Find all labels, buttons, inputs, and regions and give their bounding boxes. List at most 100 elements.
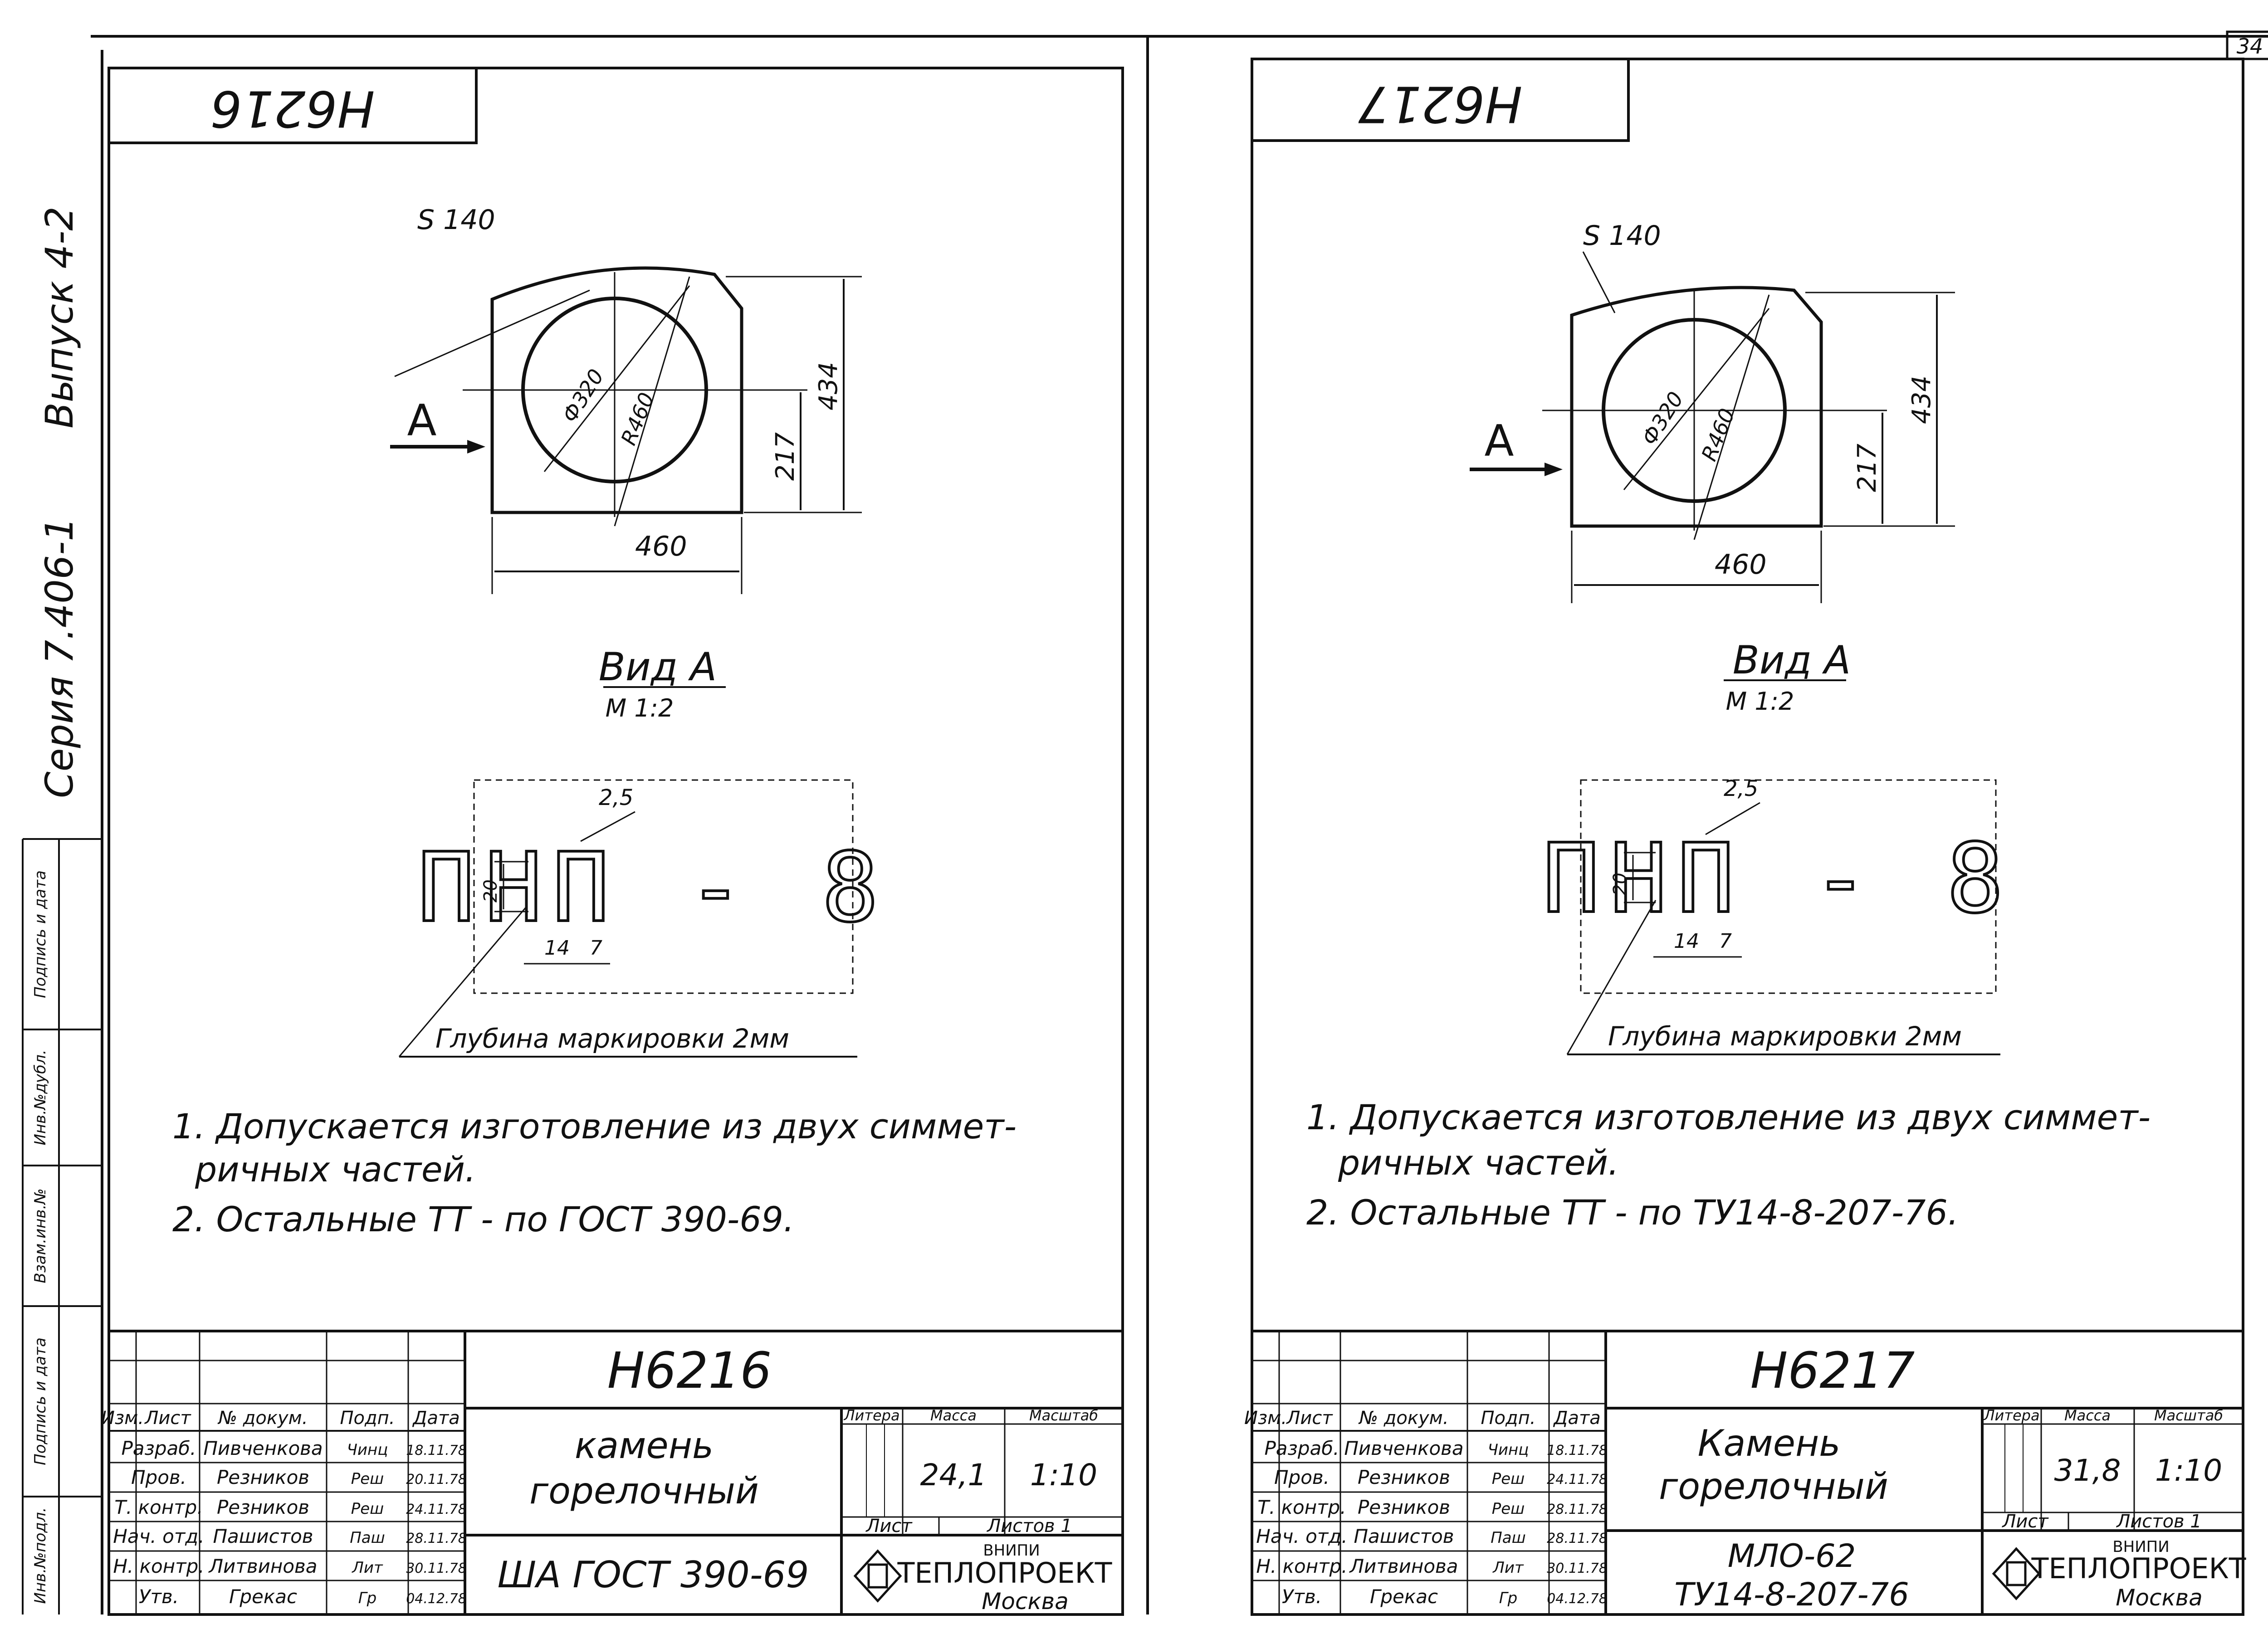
note-2: 2. Остальные ТТ - по ГОСТ 390-69. [172, 1199, 794, 1239]
table-cell-sig: Гр [1499, 1589, 1518, 1607]
table-cell-sig: Чинц [347, 1441, 388, 1459]
table-cell-date: 20.11.78 [406, 1472, 467, 1488]
table-cell-date: 18.11.78 [1547, 1443, 1608, 1458]
arrow-a-label: A [407, 396, 437, 446]
dim-half-height: 217 [1853, 444, 1882, 492]
table-cell-name: Пашистов [1354, 1525, 1454, 1547]
org-top: ВНИПИ [983, 1541, 1040, 1560]
table-cell-date: 04.12.78 [406, 1591, 467, 1607]
table-cell-date: 30.11.78 [406, 1561, 467, 1576]
depth-note: Глубина маркировки 2мм [435, 1023, 789, 1054]
table-cell-date: 28.11.78 [1547, 1531, 1608, 1546]
table-cell-sig: Паш [1491, 1529, 1526, 1547]
sheet-label: Лист [865, 1516, 913, 1536]
table-col-head: Изм. [101, 1408, 144, 1429]
table-cell-date: 28.11.78 [1547, 1502, 1608, 1517]
arrow-a-label: A [1485, 416, 1514, 466]
side-cell-inv-podl: Инв.№подл. [31, 1507, 49, 1604]
table-cell-name: Пивченкова [1344, 1437, 1463, 1459]
designation: H6216 [607, 1341, 772, 1400]
product-name-line-2: горелочный [529, 1470, 759, 1512]
head-scale: Масштаб [2154, 1407, 2223, 1424]
dim-stroke: 2,5 [599, 785, 633, 810]
table-cell-name: Литвинова [208, 1555, 317, 1577]
table-col-head: Лист [1286, 1408, 1333, 1429]
notes: 1. Допускается изготовление из двух симм… [172, 1106, 1017, 1239]
dim-char-width: 14 [544, 937, 570, 960]
page-number-box: 34 [2226, 30, 2268, 60]
head-scale: Масштаб [1029, 1407, 1098, 1424]
head-mass: Масса [2064, 1407, 2111, 1424]
table-cell-sig: Паш [350, 1529, 385, 1547]
material-line-1: МЛО-62 [1728, 1537, 1856, 1575]
dim-height: 434 [814, 362, 843, 410]
dim-spacing: 7 [1719, 930, 1732, 953]
side-stamp: Выпуск 4-2 Серия 7.406-1 Инв.№подл. Подп… [22, 50, 103, 1614]
side-seriya: Серия 7.406-1 [37, 517, 82, 798]
view-scale: М 1:2 [1726, 687, 1794, 716]
dim-char-width: 14 [1674, 930, 1699, 953]
sheets-count: Листов 1 [2116, 1511, 2202, 1532]
dim-char-height: 20 [1610, 873, 1631, 896]
stone-plan-view: A S 140 Ф320 R460 434 217 460 [390, 204, 862, 594]
mirror-designation: H6216 [210, 80, 375, 138]
table-col-head: Изм. [1244, 1408, 1287, 1429]
depth-note: Глубина маркировки 2мм [1608, 1021, 1962, 1052]
mass-value: 24,1 [920, 1458, 987, 1493]
table-cell-name: Пивченкова [203, 1437, 323, 1459]
stamp-text: ПНП - 8 [417, 832, 889, 943]
table-cell-sig: Реш [1492, 1470, 1525, 1488]
head-mass: Масса [930, 1407, 977, 1424]
note-1-line-2: ричных частей. [195, 1149, 476, 1190]
material: ША ГОСТ 390-69 [498, 1554, 809, 1596]
org-city: Москва [982, 1588, 1069, 1614]
table-col-head: № докум. [1358, 1408, 1448, 1429]
table-cell-date: 04.12.78 [1547, 1591, 1608, 1607]
designation: H6217 [1750, 1341, 1915, 1400]
table-cell-sig: Чинц [1488, 1441, 1529, 1459]
table-col-head: Дата [412, 1408, 460, 1429]
org-logo-icon [1992, 1547, 2041, 1600]
side-vypusk: Выпуск 4-2 [37, 206, 82, 428]
mass-value: 31,8 [2054, 1453, 2121, 1488]
scale-value: 1:10 [2155, 1453, 2222, 1488]
view-a: Вид А М 1:2 ПНП - 8 20 2,5 14 7 Глубина … [1541, 638, 2005, 1055]
label-s140: S 140 [1583, 220, 1661, 252]
table-cell-role: Т. контр. [1257, 1496, 1346, 1518]
table-cell-role: Утв. [1282, 1585, 1322, 1608]
table-cell-role: Т. контр. [114, 1496, 203, 1518]
table-cell-role: Пров. [1274, 1466, 1330, 1488]
table-cell-name: Резников [1358, 1496, 1450, 1518]
table-cell-name: Грекас [229, 1585, 297, 1608]
product-name-line-1: Камень [1698, 1422, 1841, 1464]
org-name: ТЕПЛОПРОЕКТ [897, 1556, 1113, 1590]
table-cell-name: Резников [217, 1496, 309, 1518]
org-logo-icon [853, 1549, 902, 1603]
view-title: Вид А [1733, 638, 1851, 683]
view-a: Вид А М 1:2 ПНП - 8 20 2,5 14 7 Глубина … [398, 644, 889, 1058]
side-cell-podpis-1: Подпись и дата [31, 1337, 49, 1465]
table-cell-date: 24.11.78 [406, 1502, 467, 1517]
table-cell-name: Резников [1358, 1466, 1450, 1488]
dim-stroke: 2,5 [1724, 776, 1758, 801]
table-cell-role: Нач. отд. [113, 1525, 204, 1547]
dim-spacing: 7 [590, 937, 602, 960]
head-litera: Литера [843, 1407, 899, 1424]
note-1-line-2: ричных частей. [1338, 1142, 1619, 1183]
note-2: 2. Остальные ТТ - по ТУ14-8-207-76. [1306, 1192, 1959, 1233]
table-cell-sig: Лит [1492, 1559, 1524, 1577]
table-cell-date: 28.11.78 [406, 1531, 467, 1546]
table-cell-sig: Гр [358, 1589, 377, 1607]
head-litera: Литера [1983, 1407, 2039, 1424]
note-1-line-1: 1. Допускается изготовление из двух симм… [1306, 1097, 2151, 1137]
table-cell-date: 24.11.78 [1547, 1472, 1608, 1488]
dim-width: 460 [1715, 549, 1767, 580]
table-col-head: Подп. [1481, 1408, 1535, 1429]
table-cell-role: Пров. [131, 1466, 186, 1488]
table-cell-name: Грекас [1370, 1585, 1438, 1608]
scale-value: 1:10 [1030, 1458, 1097, 1493]
